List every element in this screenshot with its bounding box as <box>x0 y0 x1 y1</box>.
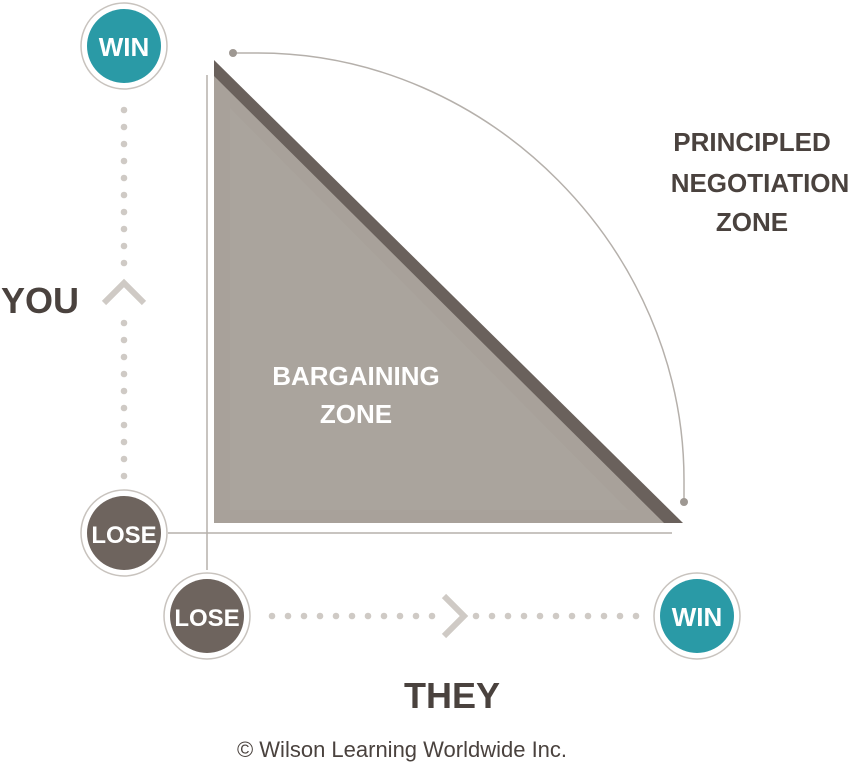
axis-they-label: THEY <box>404 675 500 716</box>
vertical-dotted-line <box>120 106 128 480</box>
principled-zone-label-line1: PRINCIPLED <box>673 127 830 157</box>
principled-zone-arc <box>233 52 685 500</box>
you-lose-node: LOSE <box>80 489 168 577</box>
axis-you-label: YOU <box>1 280 79 321</box>
they-lose-node: LOSE <box>163 572 251 660</box>
bargaining-zone-label-line1: BARGAINING <box>272 361 440 391</box>
they-win-node: WIN <box>653 572 741 660</box>
you-lose-label: LOSE <box>91 522 156 549</box>
bargaining-zone-triangle-inner <box>230 108 628 510</box>
they-lose-label: LOSE <box>174 605 239 632</box>
you-win-label: WIN <box>99 32 150 62</box>
arc-end-dot <box>680 498 688 506</box>
arc-start-dot <box>229 49 237 57</box>
they-win-label: WIN <box>672 602 723 632</box>
up-arrow-icon <box>101 278 147 306</box>
right-arrow-icon <box>441 593 469 639</box>
you-win-node: WIN <box>80 2 168 90</box>
horizontal-dotted-line <box>268 612 640 620</box>
bargaining-zone-label-line2: ZONE <box>320 399 392 429</box>
principled-zone-label-line2: NEGOTIATION <box>671 168 850 198</box>
copyright-text: © Wilson Learning Worldwide Inc. <box>237 737 567 762</box>
principled-zone-label-line3: ZONE <box>716 207 788 237</box>
